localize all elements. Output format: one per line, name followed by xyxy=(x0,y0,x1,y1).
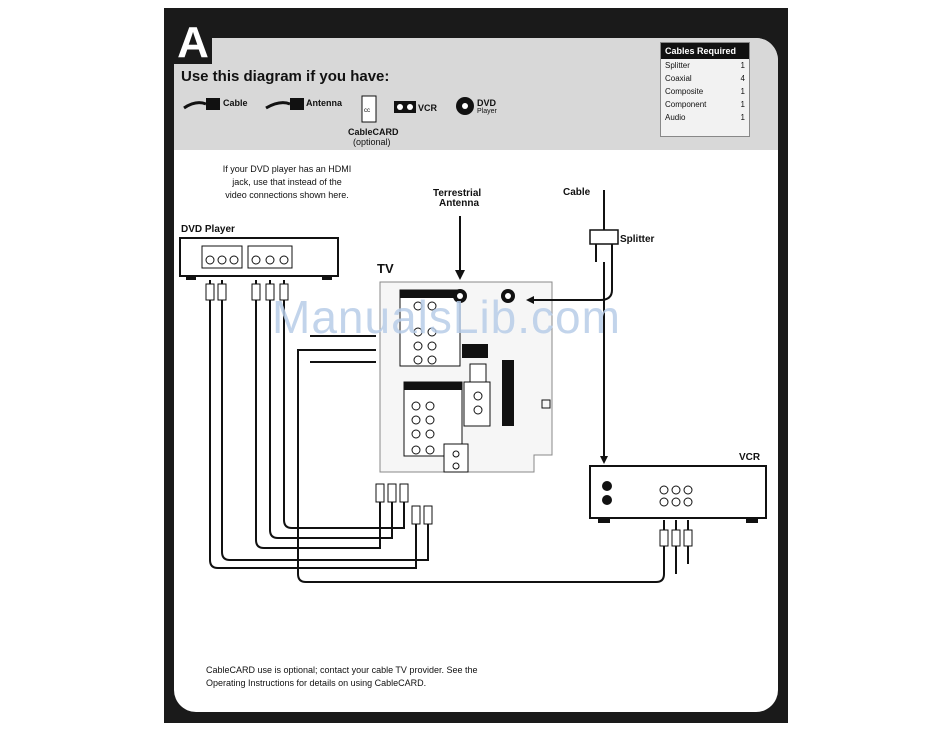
antenna-label: Antenna xyxy=(439,198,479,209)
coax-cable-icon xyxy=(183,98,220,110)
component-cables xyxy=(255,280,405,549)
svg-text:cc: cc xyxy=(364,108,370,114)
dvd-disc-icon xyxy=(456,97,474,115)
tv-label: TV xyxy=(377,261,394,276)
splitter-label: Splitter xyxy=(620,234,655,245)
section-letter: A xyxy=(174,21,212,65)
cable-label: Cable xyxy=(563,187,591,198)
splitter-device xyxy=(589,190,619,262)
have-cablecard-sublabel: (optional) xyxy=(353,137,391,147)
have-dvd-label: DVD xyxy=(477,98,497,108)
plug-connectors xyxy=(205,283,693,547)
vcr-icon xyxy=(394,101,416,113)
dvd-player-label: DVD Player xyxy=(181,224,235,235)
coax-cable-icon xyxy=(265,98,304,110)
cables-required-heading: Cables Required xyxy=(661,43,749,59)
have-vcr-label: VCR xyxy=(418,103,438,113)
page-title: Use this diagram if you have: xyxy=(181,68,390,85)
splitter-to-tv-cable xyxy=(526,262,613,304)
terrestrial-label: Terrestrial xyxy=(433,188,482,199)
vcr-label: VCR xyxy=(739,452,761,463)
have-antenna-label: Antenna xyxy=(306,98,342,108)
footer-note: CableCARD use is optional; contact your … xyxy=(206,665,478,688)
hdmi-note: If your DVD player has an HDMI jack, use… xyxy=(222,164,352,200)
splitter-to-vcr-cable xyxy=(600,262,608,464)
vcr-device xyxy=(589,465,767,523)
have-cablecard-label: CableCARD xyxy=(348,127,399,137)
have-cable-label: Cable xyxy=(223,98,248,108)
antenna-cable xyxy=(455,216,465,280)
dvd-player-device xyxy=(179,237,339,280)
cablecard-icon: cc xyxy=(361,95,377,123)
audio-cables xyxy=(209,280,429,569)
have-dvd-sublabel: Player xyxy=(477,108,497,115)
watermark: ManualsLib.com xyxy=(272,291,621,343)
tv-panel xyxy=(379,281,553,473)
